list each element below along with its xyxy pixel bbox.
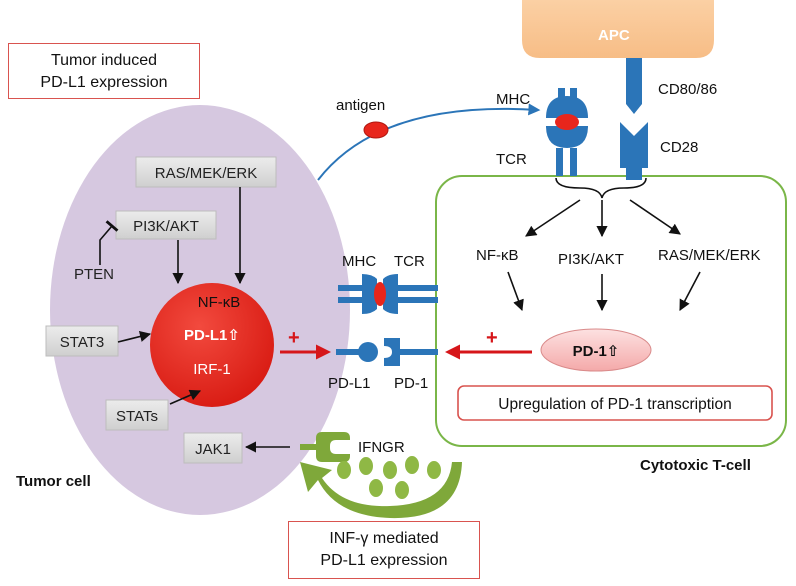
- pd1-node: [540, 328, 652, 372]
- jak1-label: JAK1: [195, 441, 231, 458]
- stat3-to-nucleus-arrow: [117, 331, 152, 343]
- antigen-shape: [363, 121, 389, 139]
- upregulation-label: Upregulation of PD-1 transcription: [498, 396, 731, 413]
- ifngr-receptor: [300, 432, 350, 462]
- antigen-curve-arrow: [317, 103, 541, 181]
- tumor-induced-line1: Tumor induced: [50, 52, 158, 69]
- ifn-gamma-particles: [337, 456, 441, 499]
- tumor-induced-callout: Tumor induced PD-L1 expression: [8, 43, 200, 99]
- cd8086-label: CD80/86: [658, 81, 717, 98]
- ras-label: RAS/MEK/ERK: [155, 165, 258, 182]
- pdl1-pd1-receptor: [336, 338, 438, 366]
- stats-label: STATs: [116, 408, 158, 425]
- tcell-label: Cytotoxic T-cell: [640, 457, 751, 474]
- cd80-cd28-receptor: [620, 58, 648, 180]
- ras-to-pd1-arrow: [679, 271, 701, 311]
- tcell-pi3k-label: PI3K/AKT: [558, 251, 624, 268]
- inf-mediated-line1: INF-γ mediated: [329, 530, 439, 547]
- nucleus-pdl1-label: PD-L1⇧: [184, 327, 240, 344]
- jak1-box: [183, 432, 243, 464]
- pi3k-label: PI3K/AKT: [133, 218, 199, 235]
- ras-box: [135, 156, 277, 188]
- stats-to-nucleus-arrow: [169, 389, 202, 405]
- pdl1-receptor-label: PD-L1: [328, 375, 371, 392]
- tcell-body: [435, 175, 787, 447]
- apc-label: APC: [598, 27, 630, 44]
- stat3-box: [45, 325, 119, 357]
- plus-left: +: [288, 327, 300, 349]
- antigen-label: antigen: [336, 97, 385, 114]
- tumor-induced-line2: PD-L1 expression: [40, 74, 168, 91]
- pd1-node-label: PD-1⇧: [573, 343, 620, 360]
- apc-body: [522, 0, 714, 58]
- stats-box: [105, 399, 169, 431]
- mhc-tcr-middle: [338, 272, 438, 316]
- ifngr-label: IFNGR: [358, 439, 405, 456]
- tcell-nfkb-label: NF-κB: [476, 247, 519, 264]
- ifn-green-curve-arrow: [300, 462, 462, 519]
- nucleus-irf1-label: IRF-1: [193, 361, 231, 378]
- brace-to-nfkb-arrow: [525, 199, 581, 237]
- pd1-receptor-label: PD-1: [394, 375, 428, 392]
- signal-brace: [555, 177, 647, 199]
- upregulation-box: [457, 385, 773, 421]
- stat3-label: STAT3: [60, 334, 104, 351]
- tcr-top-label: TCR: [496, 151, 527, 168]
- tcell-ras-label: RAS/MEK/ERK: [658, 247, 761, 264]
- mhc-top-label: MHC: [496, 91, 530, 108]
- brace-to-ras-arrow: [629, 199, 681, 235]
- cd28-label: CD28: [660, 139, 698, 156]
- pten-label: PTEN: [74, 266, 114, 283]
- plus-right: +: [486, 327, 498, 349]
- pdl1-nucleus: [150, 283, 274, 407]
- mhc-mid-label: MHC: [342, 253, 376, 270]
- pten-inhibits-pi3k: [99, 220, 119, 265]
- inf-mediated-line2: PD-L1 expression: [320, 552, 448, 569]
- inf-mediated-callout: INF-γ mediated PD-L1 expression: [288, 521, 480, 579]
- tumor-cell-label: Tumor cell: [16, 473, 91, 490]
- nucleus-nfkb-label: NF-κB: [198, 294, 241, 311]
- pi3k-box: [115, 210, 217, 240]
- tcr-mid-label: TCR: [394, 253, 425, 270]
- nfkb-to-pd1-arrow: [507, 271, 524, 312]
- mhc-tcr-top: [544, 88, 590, 176]
